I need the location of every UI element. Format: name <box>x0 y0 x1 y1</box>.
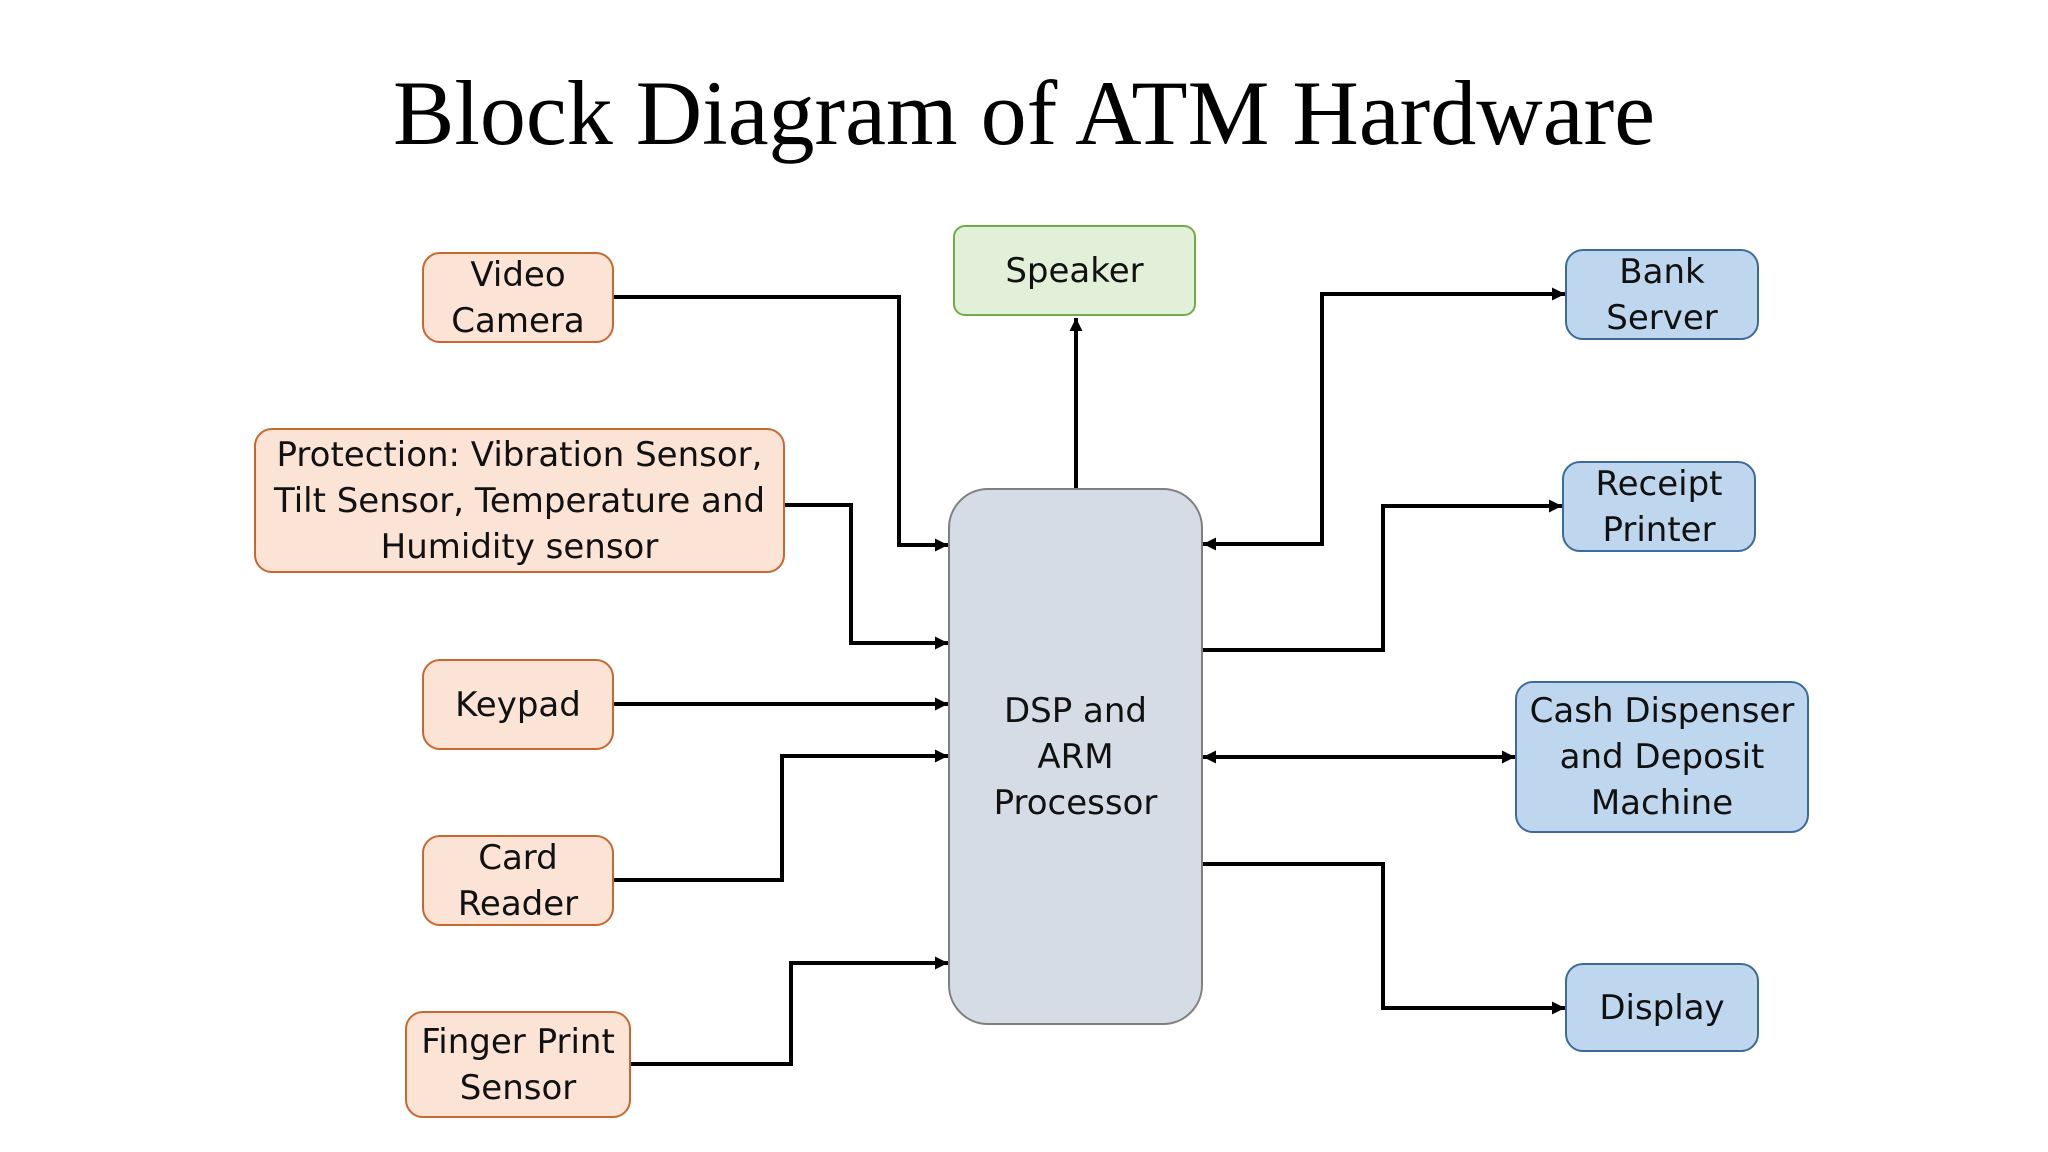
connector-finger-print-sensor <box>631 956 948 1066</box>
keypad-box: Keypad <box>422 659 614 750</box>
connector-bank-server <box>1203 287 1565 551</box>
processor-box: DSP and ARM Processor <box>948 488 1203 1025</box>
connector-receipt-printer <box>1203 499 1562 652</box>
connector-display <box>1203 862 1565 1015</box>
cash-dispenser-box: Cash Dispenser and Deposit Machine <box>1515 681 1809 833</box>
card-reader-box: Card Reader <box>422 835 614 926</box>
connector-video-camera <box>614 295 948 552</box>
display-box: Display <box>1565 963 1759 1052</box>
page-title: Block Diagram of ATM Hardware <box>392 62 1656 164</box>
receipt-printer-box: Receipt Printer <box>1562 461 1756 552</box>
finger-print-sensor-box: Finger Print Sensor <box>405 1011 631 1118</box>
protection-sensors-box: Protection: Vibration Sensor, Tilt Senso… <box>254 428 785 573</box>
speaker-box: Speaker <box>953 225 1196 316</box>
connector-card-reader <box>614 749 948 882</box>
bank-server-box: Bank Server <box>1565 249 1759 340</box>
connector-protection <box>785 503 948 650</box>
video-camera-box: Video Camera <box>422 252 614 343</box>
